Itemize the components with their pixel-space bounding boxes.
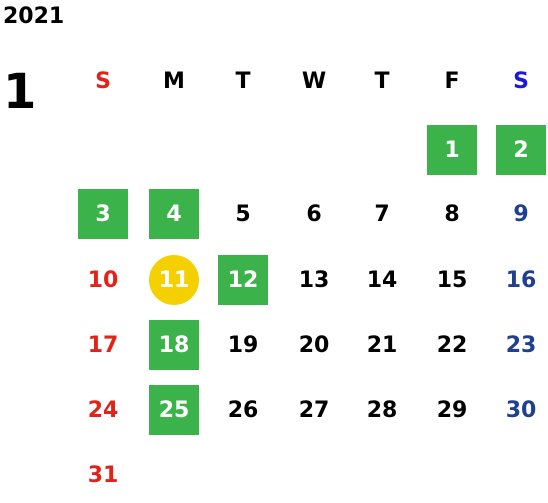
day-cell-19[interactable]: 19 [227,332,259,358]
day-cell-31[interactable]: 31 [87,462,119,488]
weekday-header-mon: M [163,68,185,94]
year-label: 2021 [3,4,65,29]
day-cell-5[interactable]: 5 [235,201,251,227]
day-cell-6[interactable]: 6 [306,201,322,227]
day-cell-13[interactable]: 13 [298,267,330,293]
weekday-header-sat: S [513,68,529,94]
day-cell-1[interactable]: 1 [427,125,477,175]
weekday-header-thu: T [374,68,390,94]
weekday-header-fri: F [444,68,460,94]
day-cell-2[interactable]: 2 [496,125,546,175]
weekday-header-wed: W [301,68,327,94]
day-cell-29[interactable]: 29 [436,397,468,423]
day-cell-24[interactable]: 24 [87,397,119,423]
weekday-header-tue: T [235,68,251,94]
day-cell-16[interactable]: 16 [505,267,537,293]
day-cell-22[interactable]: 22 [436,332,468,358]
day-cell-11[interactable]: 11 [149,255,199,305]
day-cell-12[interactable]: 12 [218,255,268,305]
day-cell-27[interactable]: 27 [298,397,330,423]
day-cell-9[interactable]: 9 [513,201,529,227]
day-cell-3[interactable]: 3 [78,189,128,239]
month-label: 1 [3,64,37,120]
day-cell-30[interactable]: 30 [505,397,537,423]
day-cell-20[interactable]: 20 [298,332,330,358]
day-cell-18[interactable]: 18 [149,320,199,370]
day-cell-10[interactable]: 10 [87,267,119,293]
day-cell-8[interactable]: 8 [444,201,460,227]
day-cell-7[interactable]: 7 [374,201,390,227]
day-cell-28[interactable]: 28 [366,397,398,423]
day-cell-15[interactable]: 15 [436,267,468,293]
day-cell-21[interactable]: 21 [366,332,398,358]
day-cell-26[interactable]: 26 [227,397,259,423]
day-cell-23[interactable]: 23 [505,332,537,358]
day-cell-25[interactable]: 25 [149,385,199,435]
day-cell-14[interactable]: 14 [366,267,398,293]
weekday-header-sun: S [95,68,111,94]
day-cell-4[interactable]: 4 [149,189,199,239]
day-cell-17[interactable]: 17 [87,332,119,358]
